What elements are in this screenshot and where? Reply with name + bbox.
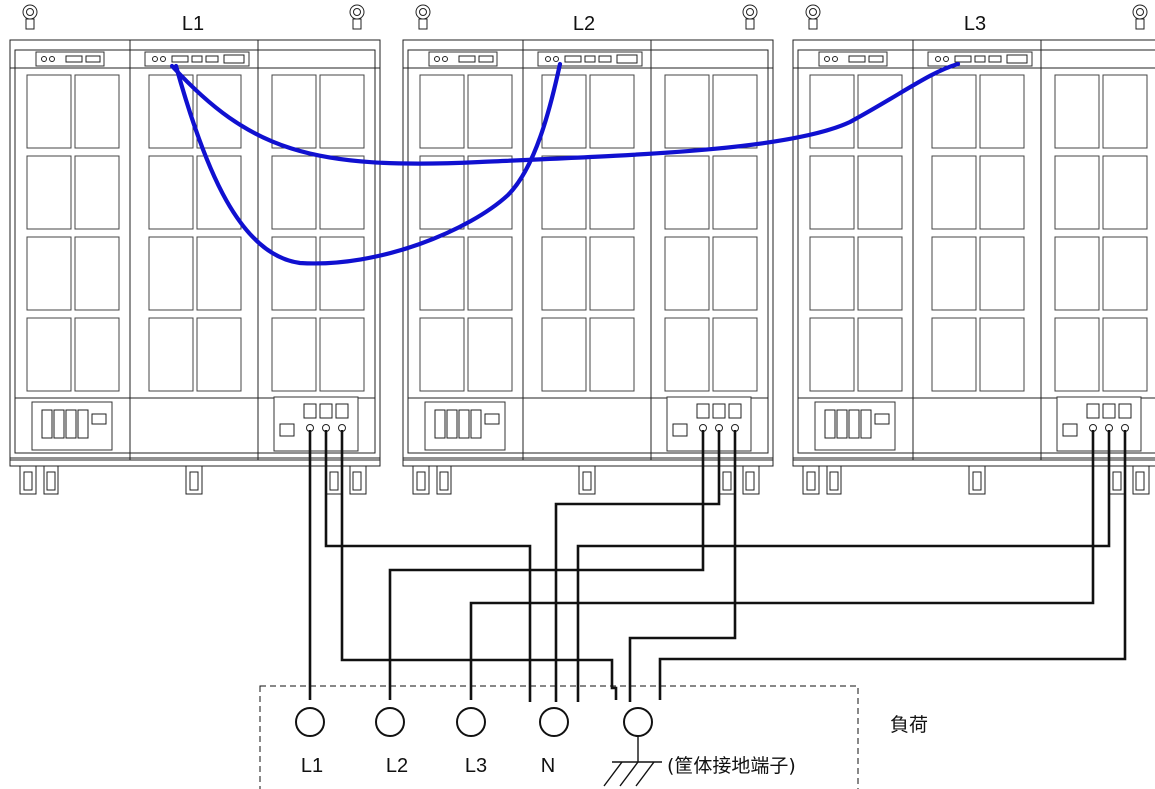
load-terminal-chassis-ground: (筐体接地端子) xyxy=(603,707,796,787)
terminal-circle xyxy=(456,707,486,737)
terminal-circle xyxy=(623,707,653,737)
terminal-circle xyxy=(375,707,405,737)
wire-u2-ground-to-chassis xyxy=(628,430,737,702)
unit-label-l2: L2 xyxy=(573,13,595,35)
load-terminal-n: N xyxy=(539,707,569,777)
unit-label-l1: L1 xyxy=(182,13,204,35)
wire-u1-ground-to-chassis xyxy=(340,430,618,700)
terminal-label-l1: L1 xyxy=(301,755,323,777)
power-unit-l3 xyxy=(792,4,1155,495)
comm-cable-l1-to-l3 xyxy=(169,61,961,166)
terminal-label-n: N xyxy=(541,755,555,777)
terminal-circle xyxy=(295,707,325,737)
load-terminal-l1: L1 xyxy=(295,707,325,777)
load-boundary xyxy=(259,685,859,789)
load-terminal-l3: L3 xyxy=(456,707,487,777)
terminal-label-l2: L2 xyxy=(386,755,408,777)
power-unit-l2 xyxy=(402,4,774,495)
wire-u3-ground-to-chassis xyxy=(658,430,1127,700)
terminal-label-chassis-ground: (筐体接地端子) xyxy=(667,755,796,777)
wire-u3-neutral-to-load-n xyxy=(576,430,1111,702)
comm-cable-l1-to-l2 xyxy=(173,61,563,266)
terminal-circle xyxy=(539,707,569,737)
ground-icon xyxy=(603,736,662,787)
unit-label-l3: L3 xyxy=(964,13,986,35)
load-label: 負荷 xyxy=(890,714,928,736)
wire-u2-phase-to-load-l2 xyxy=(388,430,705,700)
wire-u3-phase-to-load-l3 xyxy=(469,430,1095,700)
output-wiring xyxy=(308,430,1127,702)
terminal-label-l3: L3 xyxy=(465,755,487,777)
wire-u1-neutral-to-load-n xyxy=(324,430,532,702)
load-terminal-l2: L2 xyxy=(375,707,408,777)
power-unit-l1 xyxy=(9,4,381,495)
